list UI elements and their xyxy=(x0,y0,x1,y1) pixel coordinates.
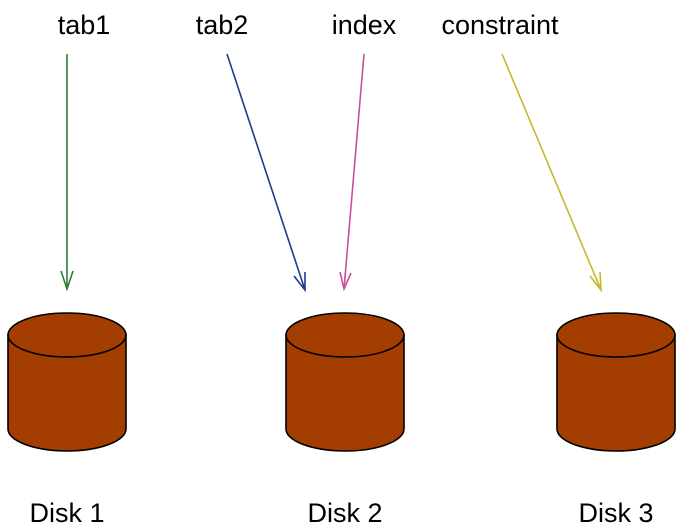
arrow-index xyxy=(339,53,365,292)
object-label-tab2: tab2 xyxy=(196,10,249,40)
disk-2-cylinder-icon xyxy=(285,312,405,452)
disk-2-label: Disk 2 xyxy=(307,498,382,528)
arrow-constraint xyxy=(501,53,602,293)
object-label-tab1: tab1 xyxy=(58,10,111,40)
disk-3-cylinder-icon xyxy=(556,312,676,452)
arrow-tab2 xyxy=(226,53,306,293)
object-label-index: index xyxy=(332,10,397,40)
arrow-tab1 xyxy=(60,54,74,292)
disk-1-cylinder-icon xyxy=(7,312,127,452)
disk-1-label: Disk 1 xyxy=(29,498,104,528)
disk-3-label: Disk 3 xyxy=(578,498,653,528)
object-label-constraint: constraint xyxy=(441,10,559,40)
